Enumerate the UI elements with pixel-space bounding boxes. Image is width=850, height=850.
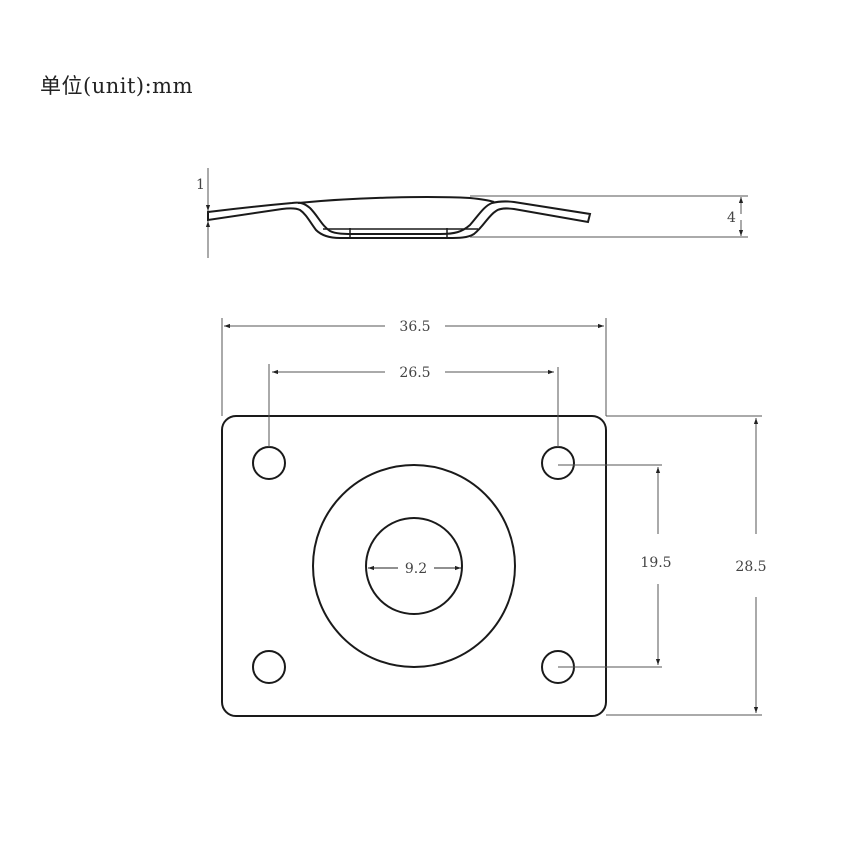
plate-outline [221, 415, 607, 717]
side-view [207, 196, 592, 239]
hole-spacing-height-label: 19.5 [640, 555, 671, 571]
overall-height-label: 28.5 [735, 559, 766, 575]
mount-hole-bottom-left [252, 650, 286, 684]
unit-label: 单位(unit):mm [40, 74, 193, 98]
hole-spacing-width-label: 26.5 [399, 365, 430, 381]
height-label: 4 [727, 210, 736, 226]
side-dome-line [297, 196, 495, 204]
top-view [221, 415, 607, 717]
side-dimensions [205, 168, 748, 258]
top-dimensions [221, 318, 762, 716]
mount-hole-top-left [252, 446, 286, 480]
center-hole-diameter-label: 9.2 [405, 561, 427, 577]
thickness-label: 1 [196, 177, 205, 193]
raised-ring [312, 464, 516, 668]
side-profile-top [207, 200, 592, 239]
mount-hole-top-right [541, 446, 575, 480]
center-hole [365, 517, 463, 615]
overall-width-label: 36.5 [399, 319, 430, 335]
